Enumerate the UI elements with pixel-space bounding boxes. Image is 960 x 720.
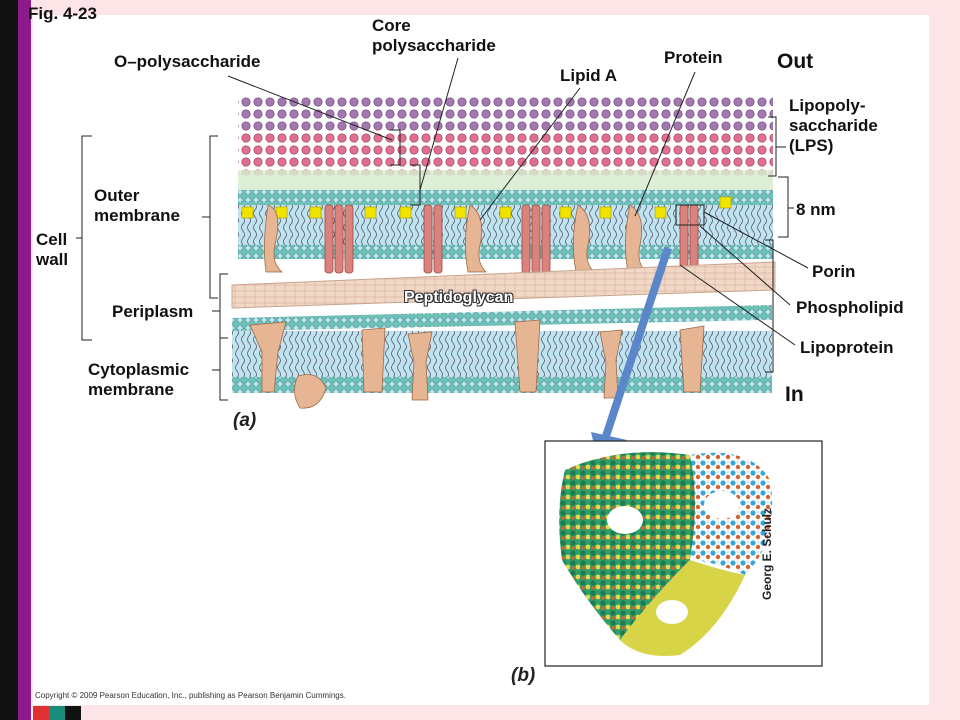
- peptidoglycan-label: Peptidoglycan: [404, 289, 514, 306]
- lps-chains: [238, 95, 773, 194]
- porin-structure-panel: [544, 440, 823, 667]
- cytoplasmic-proteins: [249, 319, 705, 409]
- bottom-squares: [33, 706, 81, 720]
- cytoplasmic-membrane-label: Cytoplasmic membrane: [88, 360, 190, 399]
- left-black-stripe: [0, 0, 18, 720]
- lps-label: Lipopoly- saccharide (LPS): [789, 96, 878, 155]
- porins: [324, 204, 699, 274]
- lipid-a-label: Lipid A: [560, 66, 617, 85]
- peptidoglycan-layer: [231, 261, 776, 309]
- thickness-label: 8 nm: [796, 200, 836, 219]
- porin-label: Porin: [812, 262, 856, 281]
- left-purple-stripe: [18, 0, 31, 720]
- lipoprotein-label: Lipoprotein: [800, 338, 894, 357]
- protein-label: Protein: [664, 48, 723, 67]
- out-label: Out: [777, 50, 814, 73]
- outer-membrane-proteins: [264, 204, 647, 273]
- phospholipid-label: Phospholipid: [796, 298, 904, 317]
- o-polysaccharide-label: O–polysaccharide: [114, 52, 261, 71]
- photo-credit: Georg E. Schulz: [760, 507, 774, 600]
- cell-wall-label: Cell wall: [36, 230, 69, 269]
- copyright-notice: Copyright © 2009 Pearson Education, Inc.…: [35, 691, 346, 700]
- panel-b-label: (b): [511, 665, 536, 686]
- brackets: [76, 116, 794, 401]
- core-polysaccharide-label: Core polysaccharide: [372, 16, 496, 55]
- figure-label: Fig. 4-23: [28, 4, 97, 23]
- lipid-a-squares: [241, 196, 732, 219]
- leader-lines: [227, 57, 809, 346]
- periplasm-label: Periplasm: [112, 302, 194, 321]
- outer-membrane-label: Outer membrane: [94, 186, 180, 225]
- panel-a-label: (a): [233, 410, 257, 431]
- in-label: In: [785, 383, 804, 406]
